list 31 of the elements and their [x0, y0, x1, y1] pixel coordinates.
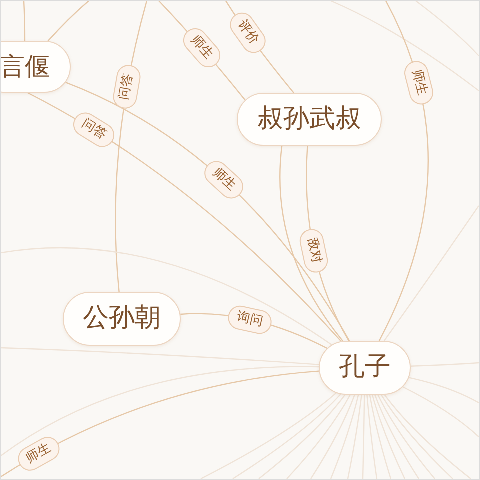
connector-line: [232, 394, 342, 479]
connector-line: [200, 392, 337, 479]
person-node: 孔子: [319, 341, 411, 395]
connector-line: [258, 394, 346, 479]
connector-line: [372, 394, 406, 479]
person-node: 公孙朝: [63, 292, 181, 346]
connector-line: [1, 347, 320, 366]
connector-line: [23, 1, 26, 41]
connector-line: [48, 1, 90, 42]
connector-line: [374, 394, 420, 479]
connector-line: [286, 394, 351, 479]
connector-line: [330, 394, 360, 479]
connector-line: [347, 394, 362, 479]
connector-line: [380, 394, 454, 479]
connector-line: [366, 394, 378, 479]
connector-line: [378, 394, 436, 479]
connector-line: [369, 394, 392, 479]
person-node: 叔孙武叔: [237, 93, 382, 146]
connector-line: [280, 146, 344, 342]
connector-line: [66, 82, 350, 342]
connector-line: [28, 92, 342, 342]
edge-label: 敌对: [298, 226, 330, 275]
edge-label: 问答: [112, 64, 143, 111]
connector-line: [1, 366, 319, 456]
connector-line: [410, 362, 479, 367]
connector-line: [409, 377, 479, 404]
connector-line: [384, 394, 472, 479]
connector-line: [384, 206, 479, 342]
connector-line: [310, 394, 356, 479]
connector-line: [1, 248, 332, 346]
connector-line: [402, 386, 479, 438]
